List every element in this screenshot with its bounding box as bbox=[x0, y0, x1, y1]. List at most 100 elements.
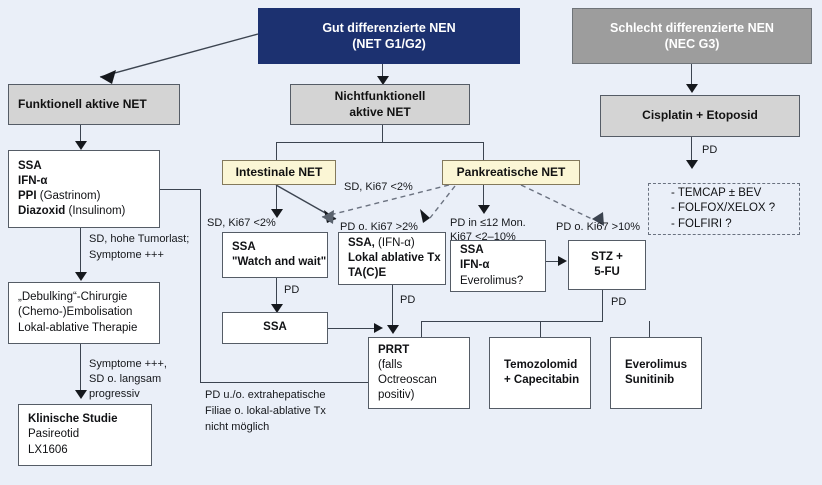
edge-label-sd-tumorlast-1: SD, hohe Tumorlast; bbox=[89, 233, 190, 245]
edge-label-pd-b: PD bbox=[400, 294, 416, 306]
node-line: PPI (Gastrinom) bbox=[18, 190, 101, 202]
node-line: Everolimus bbox=[625, 358, 687, 371]
node-debulking-chirurgie[interactable]: „Debulking“-Chirurgie (Chemo-)Embolisati… bbox=[8, 282, 160, 344]
node-line: Nichtfunktionell bbox=[334, 88, 426, 103]
connector bbox=[80, 344, 82, 392]
connector bbox=[546, 261, 560, 263]
node-schlecht-differenzierte-nen[interactable]: Schlecht differenzierte NEN (NEC G3) bbox=[572, 8, 812, 64]
node-line: (NET G1/G2) bbox=[352, 37, 426, 51]
connector bbox=[691, 64, 693, 86]
edge-label-sd-tumorlast-2: Symptome +++ bbox=[89, 249, 164, 261]
node-line: - FOLFIRI ? bbox=[671, 217, 732, 230]
connector bbox=[691, 137, 693, 163]
edge-label-pd-extrahepatisch-2: Filiae o. lokal-ablative Tx bbox=[205, 405, 326, 417]
arrow-down bbox=[75, 390, 87, 399]
node-prrt[interactable]: PRRT (falls Octreoscan positiv) bbox=[368, 337, 470, 409]
node-line: TA(C)E bbox=[348, 267, 387, 280]
edge-label-sd-ki67-left: SD, Ki67 <2% bbox=[207, 217, 276, 229]
node-line: IFN-α bbox=[18, 174, 48, 187]
node-pankreatische-net[interactable]: Pankreatische NET bbox=[442, 160, 580, 185]
connector bbox=[649, 321, 651, 339]
connector bbox=[200, 382, 458, 384]
connector bbox=[540, 321, 542, 339]
connector bbox=[602, 290, 604, 322]
node-funktionell-aktive-net[interactable]: Funktionell aktive NET bbox=[8, 84, 180, 125]
connector bbox=[276, 185, 278, 211]
connector bbox=[483, 142, 485, 160]
connector bbox=[392, 285, 394, 327]
node-line: (falls bbox=[378, 358, 403, 371]
node-line: SSA, (IFN-α) bbox=[348, 236, 415, 249]
node-line: + Capecitabin bbox=[504, 374, 580, 386]
node-line: Temozolomid bbox=[504, 358, 578, 371]
edge-label-symptome-3: progressiv bbox=[89, 388, 140, 400]
connector bbox=[160, 189, 201, 191]
edge-label-pd-ki67-gt10: PD o. Ki67 >10% bbox=[556, 221, 641, 233]
node-nichtfunktionell-aktive-net[interactable]: Nichtfunktionell aktive NET bbox=[290, 84, 470, 125]
connector bbox=[421, 321, 603, 323]
edge-label-pd-a: PD bbox=[284, 284, 300, 296]
node-line: „Debulking“-Chirurgie bbox=[18, 291, 128, 304]
node-line: Funktionell aktive NET bbox=[18, 96, 147, 111]
node-line: SSA bbox=[232, 240, 256, 253]
node-line: positiv) bbox=[378, 389, 415, 402]
node-line: LX1606 bbox=[28, 443, 68, 456]
node-line: Lokal-ablative Therapie bbox=[18, 321, 138, 334]
node-everolimus-sunitinib[interactable]: Everolimus Sunitinib bbox=[610, 337, 702, 409]
node-line: 5-FU bbox=[594, 266, 620, 278]
node-line: Pankreatische NET bbox=[456, 164, 566, 179]
node-line: Lokal ablative Tx bbox=[348, 251, 441, 264]
arrow-down bbox=[387, 325, 399, 334]
node-ssa-lokal-ablative-tx[interactable]: SSA, (IFN-α) Lokal ablative Tx TA(C)E bbox=[338, 232, 446, 285]
connector bbox=[80, 228, 82, 274]
node-gut-differenzierte-nen[interactable]: Gut differenzierte NEN (NET G1/G2) bbox=[258, 8, 520, 64]
node-ssa-ifn-ppi-diazoxid[interactable]: SSA IFN-α PPI (Gastrinom) Diazoxid (Insu… bbox=[8, 150, 160, 228]
node-line: Klinische Studie bbox=[28, 413, 118, 426]
node-line: SSA bbox=[460, 244, 484, 257]
node-stz-5fu[interactable]: STZ + 5-FU bbox=[568, 240, 646, 290]
node-klinische-studie[interactable]: Klinische Studie Pasireotid LX1606 bbox=[18, 404, 152, 466]
edge-label-symptome-2: SD o. langsam bbox=[89, 373, 162, 385]
node-line: Schlecht differenzierte NEN bbox=[610, 20, 774, 35]
node-line: Diazoxid (Insulinom) bbox=[18, 205, 126, 218]
node-ssa-watch-and-wait[interactable]: SSA "Watch and wait" bbox=[222, 232, 328, 278]
node-line: Intestinale NET bbox=[235, 164, 323, 179]
node-temozolomid-capecitabin[interactable]: Temozolomid + Capecitabin bbox=[489, 337, 591, 409]
node-line: SSA bbox=[18, 159, 42, 172]
edge-label-sd-ki67-mid: SD, Ki67 <2% bbox=[344, 181, 413, 193]
connector bbox=[200, 189, 202, 383]
node-line: PRRT bbox=[378, 343, 410, 356]
node-cisplatin-etoposid[interactable]: Cisplatin + Etoposid bbox=[600, 95, 800, 137]
connector bbox=[276, 142, 278, 160]
connector bbox=[421, 321, 423, 339]
arrow-down bbox=[271, 209, 283, 218]
edge-label-symptome-1: Symptome +++, bbox=[89, 358, 167, 370]
edge-label-pd-ki67-gt2: PD o. Ki67 >2% bbox=[340, 221, 418, 233]
node-line: "Watch and wait" bbox=[232, 256, 327, 268]
arrow-down bbox=[75, 272, 87, 281]
node-line: Pasireotid bbox=[28, 428, 80, 441]
node-line: (NEC G3) bbox=[664, 37, 720, 51]
node-line: IFN-α bbox=[460, 259, 490, 272]
arrow-down bbox=[686, 84, 698, 93]
node-ssa[interactable]: SSA bbox=[222, 312, 328, 344]
arrow-down bbox=[75, 141, 87, 150]
arrow-down bbox=[686, 160, 698, 169]
connector bbox=[276, 142, 484, 144]
connector bbox=[80, 125, 82, 143]
connector bbox=[382, 64, 384, 78]
node-ssa-ifn-everolimus[interactable]: SSA IFN-α Everolimus? bbox=[450, 240, 546, 292]
node-line: aktive NET bbox=[349, 104, 411, 119]
arrow-right bbox=[558, 256, 567, 266]
node-intestinale-net[interactable]: Intestinale NET bbox=[222, 160, 336, 185]
arrow-down bbox=[271, 304, 283, 313]
arrow-down bbox=[478, 205, 490, 214]
node-line: (Chemo-)Embolisation bbox=[18, 306, 133, 319]
node-line: Gut differenzierte NEN bbox=[322, 20, 456, 35]
node-line: SSA bbox=[263, 321, 287, 334]
node-nec-second-line-options[interactable]: - TEMCAP ± BEV - FOLFOX/XELOX ? - FOLFIR… bbox=[648, 183, 800, 235]
arrow-right bbox=[374, 323, 383, 333]
node-line: - TEMCAP ± BEV bbox=[671, 187, 762, 200]
node-line: - FOLFOX/XELOX ? bbox=[671, 202, 776, 215]
